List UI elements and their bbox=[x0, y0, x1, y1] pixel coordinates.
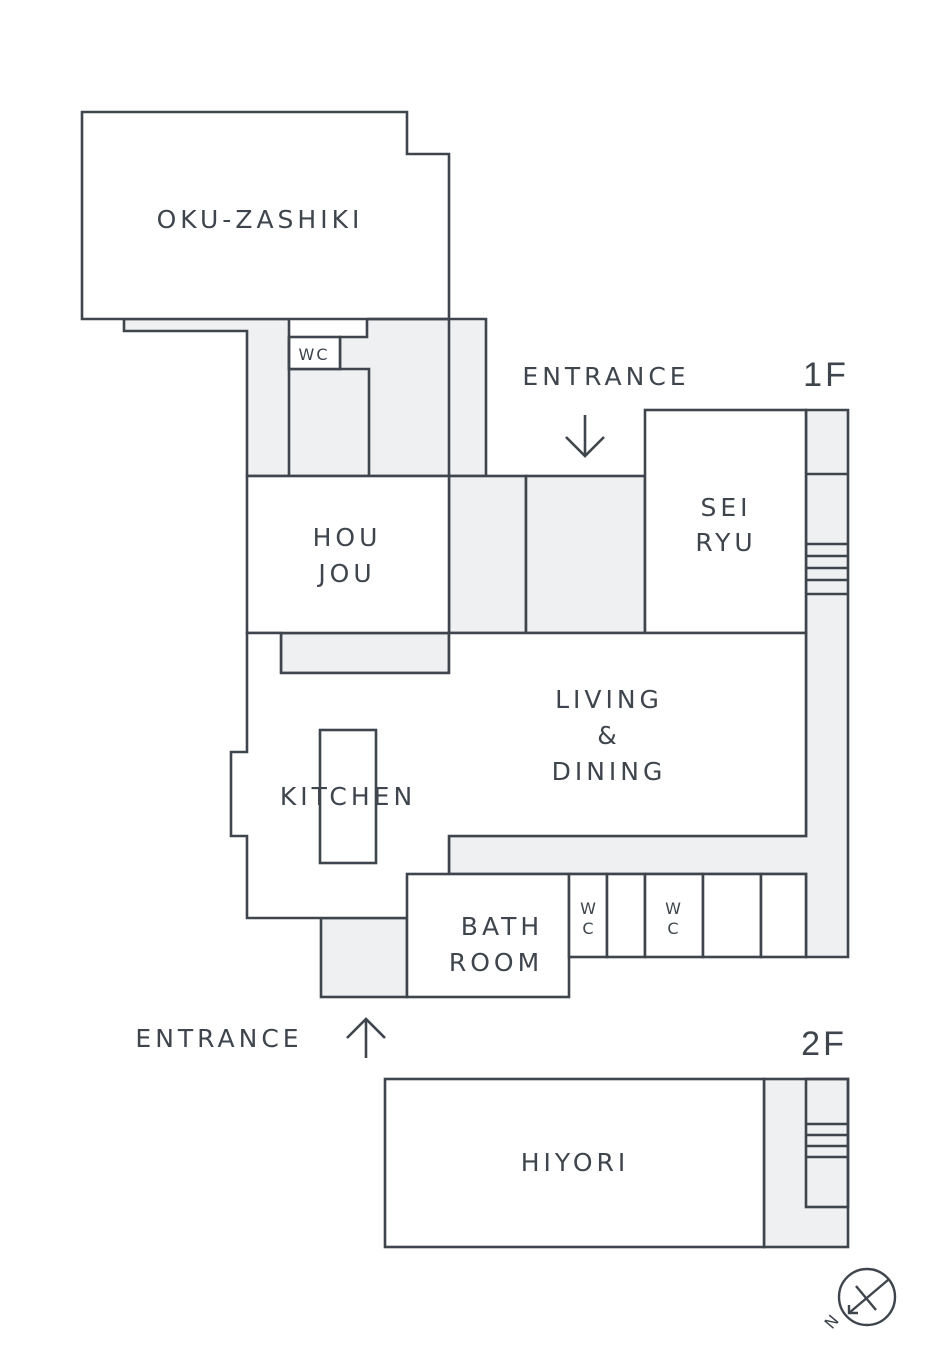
label-living-line2: & bbox=[597, 721, 621, 750]
bottom-entry-hall bbox=[319, 916, 409, 999]
label-entrance-bottom: ENTRANCE bbox=[135, 1024, 302, 1053]
label-bath-line2: ROOM bbox=[449, 948, 543, 977]
label-kitchen: KITCHEN bbox=[280, 782, 416, 811]
label-seiryu-line2: RYU bbox=[695, 528, 756, 557]
stair-landing-2f bbox=[804, 1077, 850, 1209]
stairs-2f bbox=[806, 1122, 848, 1159]
label-living-line1: LIVING bbox=[555, 685, 663, 714]
hall-center bbox=[447, 474, 528, 635]
washroom-a bbox=[605, 872, 647, 959]
label-floor-1f: 1F bbox=[803, 356, 849, 394]
label-hiyori: HIYORI bbox=[521, 1148, 630, 1177]
label-houjou-line1: HOU bbox=[313, 523, 382, 552]
label-wc-upper: WC bbox=[299, 345, 330, 364]
rooms bbox=[80, 110, 850, 1249]
label-living-line3: DINING bbox=[552, 757, 667, 786]
label-wc-a-line1: W bbox=[580, 899, 598, 918]
label-wc-a-line2: C bbox=[582, 919, 595, 938]
entrance-arrow-top bbox=[565, 415, 605, 458]
label-bath-line1: BATH bbox=[461, 912, 543, 941]
label-oku-zashiki: OKU-ZASHIKI bbox=[157, 205, 364, 234]
label-houjou-line2: JOU bbox=[316, 559, 375, 588]
room-houjou[interactable] bbox=[245, 474, 451, 635]
label-wc-b-line2: C bbox=[667, 919, 680, 938]
washroom-c bbox=[759, 872, 808, 959]
compass-north-label: N bbox=[821, 1310, 845, 1333]
room-hiyori[interactable] bbox=[383, 1077, 766, 1249]
label-floor-2f: 2F bbox=[801, 1025, 847, 1063]
stairs-1f bbox=[806, 542, 848, 596]
label-seiryu-line1: SEI bbox=[700, 493, 751, 522]
label-entrance-top: ENTRANCE bbox=[522, 362, 689, 391]
compass-icon bbox=[837, 1267, 897, 1327]
label-wc-b-line1: W bbox=[665, 899, 683, 918]
houjou-veranda bbox=[279, 631, 451, 675]
entrance-arrow-bottom bbox=[346, 1017, 386, 1058]
labels: OKU-ZASHIKI WC ENTRANCE 1F HOU JOU SEI R… bbox=[135, 205, 849, 1177]
genkan-hall bbox=[524, 474, 647, 635]
room-seiryu[interactable] bbox=[643, 408, 808, 635]
room-oku-zashiki[interactable] bbox=[80, 110, 451, 321]
kitchen-island bbox=[318, 728, 378, 865]
washroom-b bbox=[701, 872, 763, 959]
